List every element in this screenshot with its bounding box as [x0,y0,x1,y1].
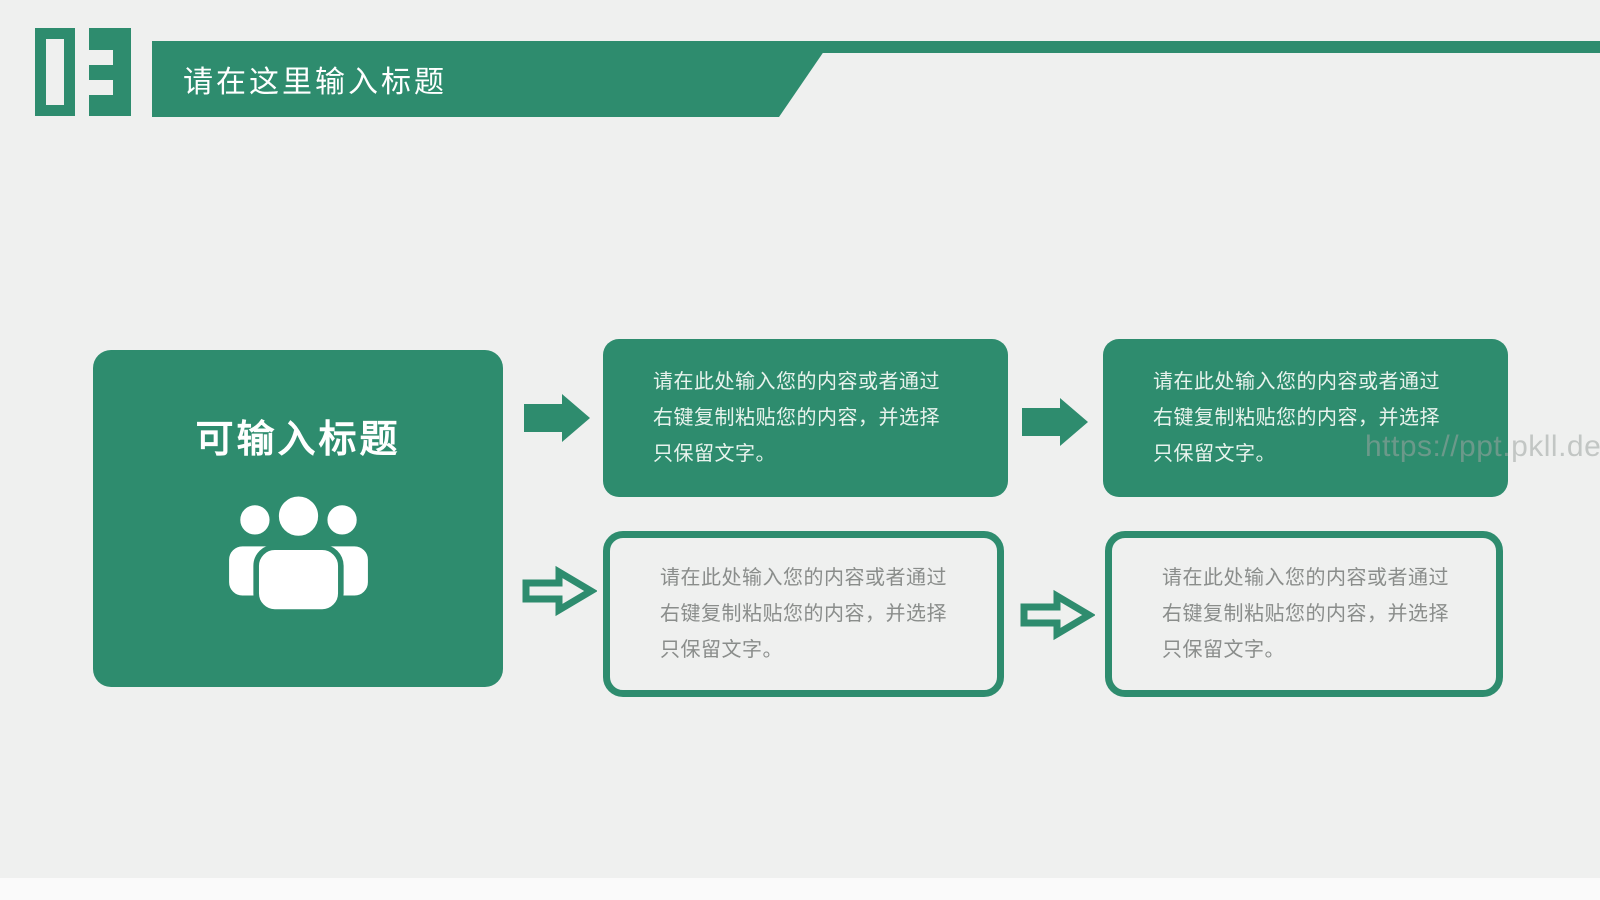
feature-box[interactable]: 可输入标题 [93,350,503,687]
content-box-bottom-right[interactable]: 请在此处输入您的内容或者通过 右键复制粘贴您的内容，并选择 只保留文字。 [1105,531,1503,697]
watermark: https://ppt.pkll.de [1365,430,1600,463]
body-text-line: 只保留文字。 [1153,443,1276,465]
feature-title: 可输入标题 [195,419,401,461]
content-box-top-middle[interactable]: 请在此处输入您的内容或者通过 右键复制粘贴您的内容，并选择 只保留文字。 [603,339,1008,497]
section-number-text: 03 [131,27,132,28]
body-text-line: 只保留文字。 [660,639,783,661]
arrow-right-outline-icon [1020,589,1095,641]
body-text-line: 请在此处输入您的内容或者通过 [653,371,940,393]
body-text-line: 右键复制粘贴您的内容，并选择 [1153,407,1440,429]
header-banner: 请在这里输入标题 [152,41,831,117]
body-text-line: 只保留文字。 [653,443,776,465]
content-box-top-right[interactable]: 请在此处输入您的内容或者通过 右键复制粘贴您的内容，并选择 只保留文字。 [1103,339,1508,497]
body-text-line: 右键复制粘贴您的内容，并选择 [653,407,940,429]
body-text-line: 右键复制粘贴您的内容，并选择 [660,603,947,625]
body-text-line: 只保留文字。 [1162,639,1285,661]
arrow-right-outline-icon [522,565,597,617]
bottom-strip [0,878,1600,900]
arrow-right-solid-icon [1022,398,1088,446]
content-box-bottom-middle[interactable]: 请在此处输入您的内容或者通过 右键复制粘贴您的内容，并选择 只保留文字。 [603,531,1004,697]
body-text-line: 请在此处输入您的内容或者通过 [1153,371,1440,393]
body-text-line: 请在此处输入您的内容或者通过 [1162,567,1449,589]
section-number: 03 [35,27,131,117]
arrow-right-solid-icon [524,394,590,442]
slide-title[interactable]: 请在这里输入标题 [183,66,447,99]
section-number-digits-icon [35,28,131,116]
people-group-icon [222,490,374,612]
body-text-line: 右键复制粘贴您的内容，并选择 [1162,603,1449,625]
body-text-line: 请在此处输入您的内容或者通过 [660,567,947,589]
